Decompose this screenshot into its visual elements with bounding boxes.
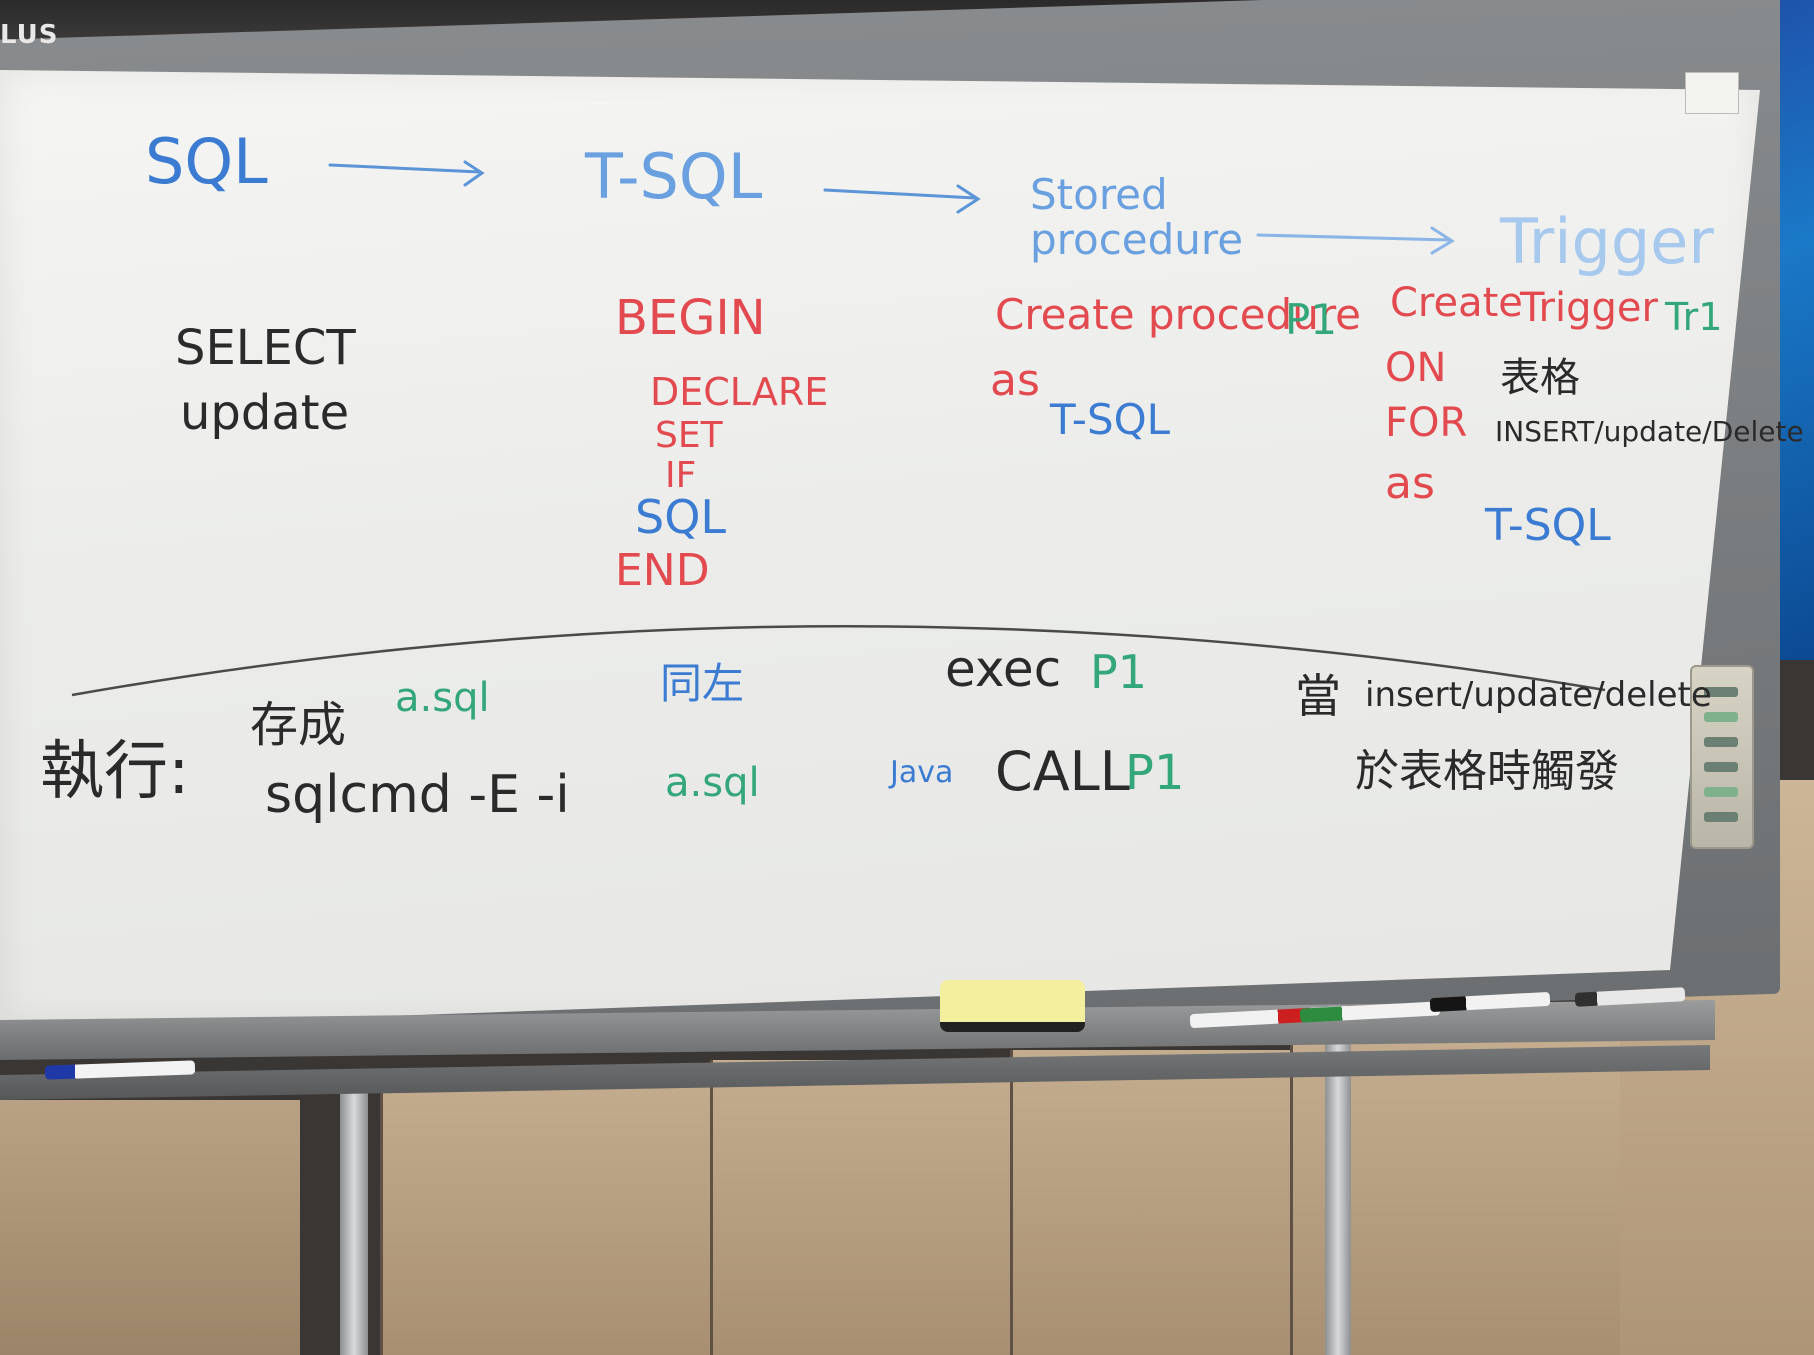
control-button[interactable] [1704, 687, 1738, 697]
arrow-icon [1256, 226, 1455, 255]
tsql-end: END [615, 545, 710, 596]
control-button[interactable] [1704, 787, 1738, 797]
brand-label: LUS [0, 20, 59, 50]
trigger-keyword: Trigger [1520, 285, 1658, 331]
file-name: a.sql [395, 675, 490, 721]
tsql-if: IF [665, 455, 697, 496]
trigger-body: T-SQL [1485, 500, 1611, 551]
whiteboard-stand-leg [1325, 1030, 1351, 1355]
label-sql: SQL [145, 125, 268, 198]
exec-keyword: exec [945, 640, 1062, 698]
control-button[interactable] [1704, 812, 1738, 822]
trigger-events-note: insert/update/delete [1365, 675, 1712, 715]
cabinet [0, 1100, 300, 1355]
proc-as: as [990, 355, 1040, 406]
trigger-for: FOR [1385, 400, 1468, 446]
same-as-left: 同左 [660, 659, 745, 708]
execute-label: 執行: [40, 735, 190, 809]
eraser[interactable] [940, 980, 1085, 1032]
file-name: a.sql [665, 760, 760, 806]
call-keyword: CALL [995, 740, 1130, 803]
trigger-on: ON [1385, 345, 1447, 391]
cabinet-door [710, 1060, 1013, 1355]
proc-name: P1 [1285, 295, 1338, 344]
whiteboard-control-panel [1690, 665, 1754, 849]
trigger-name: Tr1 [1665, 295, 1723, 339]
tsql-declare: DECLARE [650, 370, 829, 414]
trigger-events: INSERT/update/Delete [1495, 415, 1804, 448]
trigger-create: Create [1390, 280, 1523, 326]
sticker-label [1685, 72, 1739, 114]
proc-body: T-SQL [1050, 395, 1171, 444]
control-button[interactable] [1704, 762, 1738, 772]
java-label: Java [890, 755, 954, 790]
whiteboard-stand-leg [340, 1090, 368, 1355]
cabinet-door [1010, 1050, 1293, 1355]
sqlcmd-command: sqlcmd -E -i [265, 765, 570, 825]
tsql-set: SET [655, 415, 723, 456]
label-procedure: procedure [1030, 215, 1244, 264]
save-as-text: 存成 [250, 697, 347, 753]
trigger-as: as [1385, 458, 1435, 509]
trigger-table: 表格 [1500, 355, 1580, 401]
exec-name: P1 [1090, 645, 1148, 699]
tsql-sql: SQL [635, 490, 727, 544]
label-stored: Stored [1030, 170, 1168, 219]
call-name: P1 [1125, 745, 1185, 801]
divider-line [71, 624, 1606, 697]
arrow-icon [823, 184, 981, 214]
when-text: 當 [1295, 669, 1341, 723]
sql-select: SELECT [175, 320, 356, 376]
cabinet-door [380, 1070, 713, 1355]
tsql-begin: BEGIN [615, 290, 766, 346]
arrow-icon [328, 160, 485, 187]
whiteboard-surface [0, 70, 1760, 1025]
control-button[interactable] [1704, 737, 1738, 747]
proc-create: Create procedure [995, 290, 1362, 339]
sql-update: update [180, 385, 350, 441]
label-trigger: Trigger [1500, 205, 1714, 278]
trigger-note: 於表格時觸發 [1355, 746, 1619, 797]
label-tsql: T-SQL [585, 140, 763, 213]
control-button[interactable] [1704, 712, 1738, 722]
